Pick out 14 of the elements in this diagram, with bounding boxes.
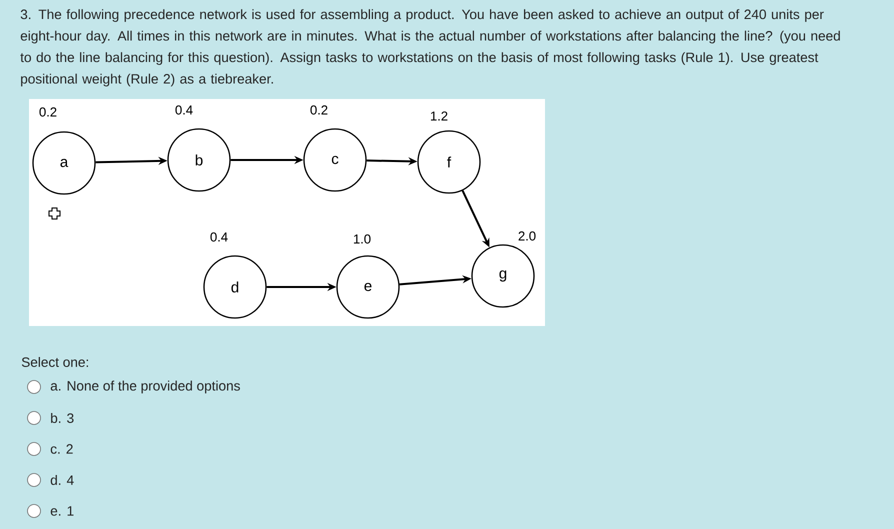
option-text: a. None of the provided options (50, 380, 240, 394)
time-label: 1.2 (430, 111, 448, 121)
question-text: 3. The following precedence network is used for assembling a product. You have been asked to achieve an output of 240 units per eight-hour day. All times in this network are in minutes. What is the actual number of workstations after balancing the line? (you need to do the line balancing for this question). Assign tasks to workstations on the basis of most following tasks (Rule 1). Use greatest positional weight (Rule 2) as a tiebreaker. (20, 9, 840, 86)
option-text: e. 1 (50, 506, 74, 516)
time-label: 0.2 (310, 105, 328, 115)
time-label: 0.4 (210, 232, 228, 242)
option-text: d. 4 (50, 475, 74, 485)
time-label: 0.2 (39, 107, 56, 117)
time-label: 2.0 (518, 231, 536, 241)
time-label: 0.4 (175, 105, 193, 115)
option-text: c. 2 (50, 444, 73, 454)
prompt-text: Select one: (22, 357, 88, 367)
option-text: b. 3 (51, 413, 74, 423)
time-label: 1.0 (354, 234, 371, 244)
